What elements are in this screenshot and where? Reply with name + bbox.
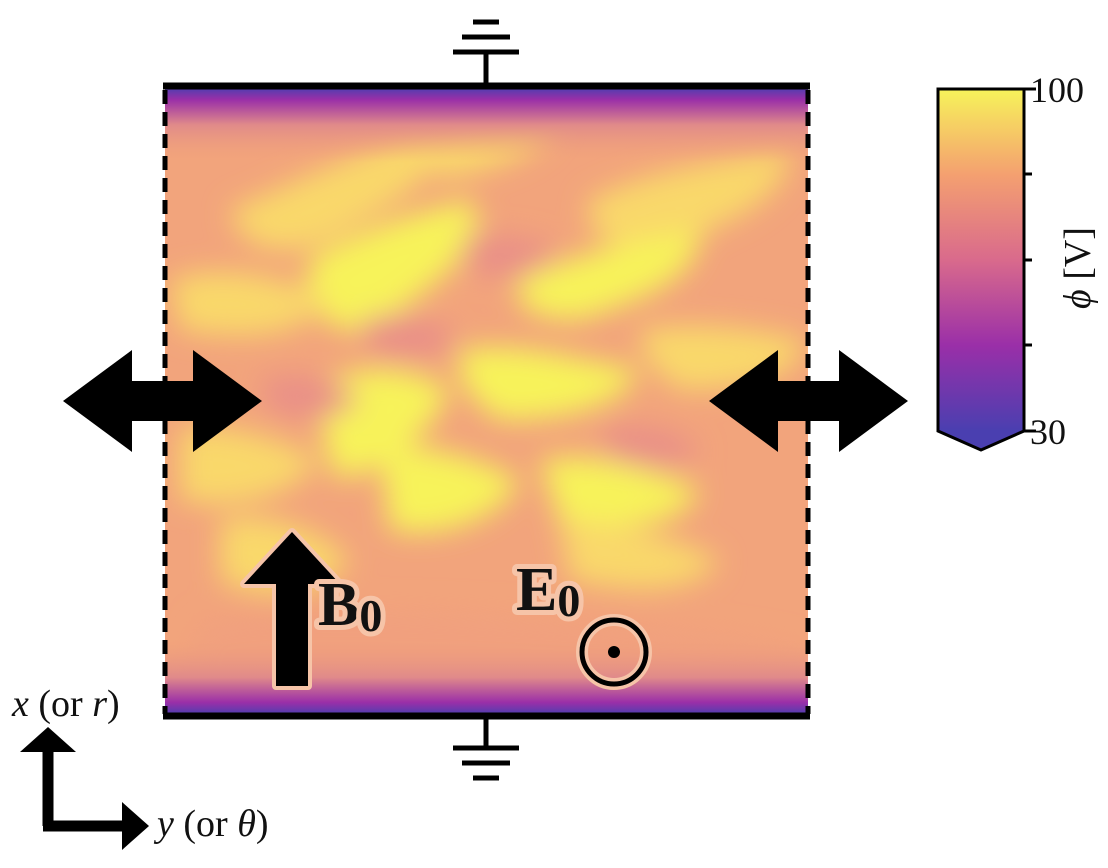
vertical-axis-label: x (or r) — [11, 683, 120, 725]
ground-icon-top — [453, 19, 519, 83]
colorbar-extend-min — [938, 431, 1024, 450]
e0-subscript: 0 — [557, 575, 580, 626]
b0-label: B0 — [318, 571, 382, 641]
potential-field — [165, 87, 808, 715]
colorbar-max-label: 100 — [1030, 70, 1084, 110]
vertical-axis-alt-pre: (or — [29, 683, 92, 725]
e0-symbol: E — [516, 556, 557, 624]
colorbar-title-unit: [V] — [1057, 227, 1099, 289]
out-of-page-icon — [576, 614, 652, 690]
b0-subscript: 0 — [359, 590, 382, 641]
e0-label: E0 — [516, 556, 580, 626]
ground-icon-bottom — [453, 719, 519, 781]
horizontal-axis-label: y (or θ) — [153, 803, 269, 845]
colorbar-ticks — [1024, 87, 1036, 433]
vertical-axis-alt-var: r — [92, 683, 107, 725]
coordinate-axes-icon — [20, 727, 149, 850]
colorbar: 100 30 ϕ [V] — [936, 70, 1099, 452]
colorbar-title: ϕ [V] — [1057, 227, 1099, 309]
magnetic-field-arrow-icon — [240, 528, 344, 690]
double-arrow-right-icon — [709, 350, 908, 452]
colorbar-fill — [938, 89, 1024, 431]
vertical-axis-var: x — [11, 683, 29, 725]
vertical-axis-alt-post: ) — [107, 683, 120, 725]
double-arrow-left-icon — [63, 350, 262, 452]
horizontal-axis-alt-post: ) — [256, 803, 269, 845]
horizontal-axis-alt-pre: (or — [174, 803, 237, 845]
colorbar-title-symbol: ϕ — [1057, 289, 1099, 309]
b0-symbol: B — [318, 571, 359, 639]
horizontal-axis-var: y — [153, 803, 174, 845]
horizontal-axis-alt-var: θ — [237, 803, 256, 845]
colorbar-min-label: 30 — [1030, 412, 1066, 452]
